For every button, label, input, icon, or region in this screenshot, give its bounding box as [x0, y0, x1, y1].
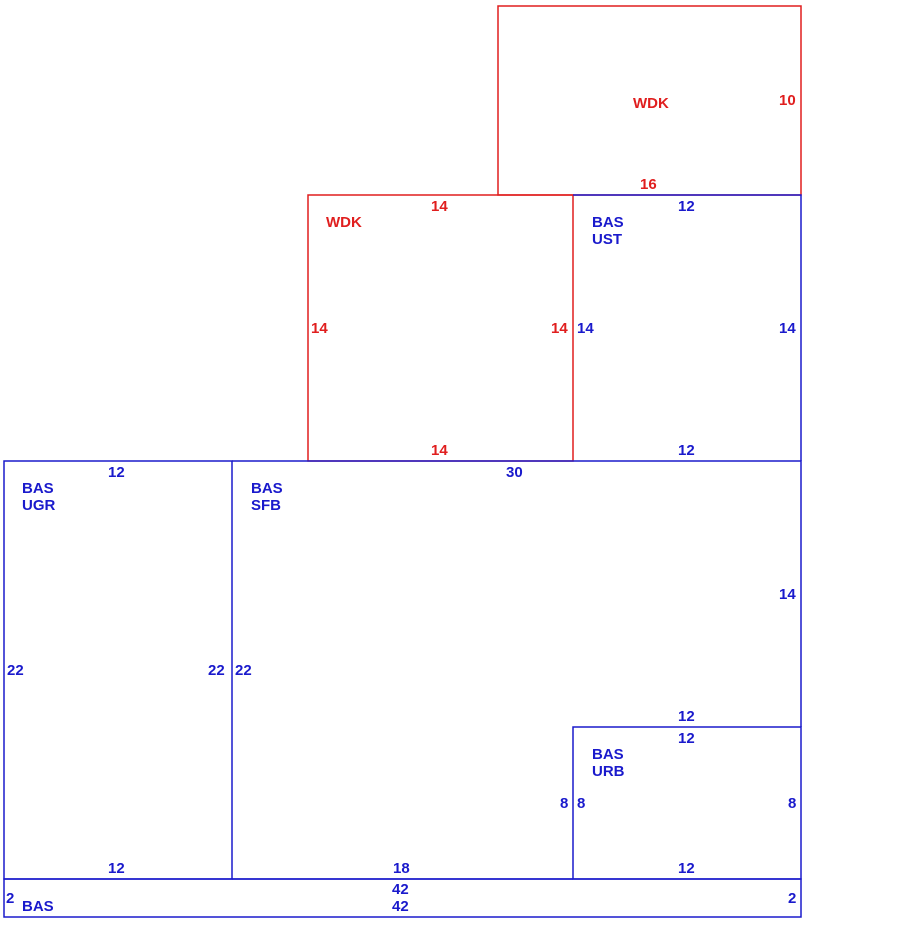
bas-ugr-code: BAS	[22, 480, 54, 497]
wdk-mid-dim-bottom: 14	[431, 442, 448, 459]
bas-strip-outline	[3, 878, 802, 918]
bas-urb-code: BAS	[592, 746, 624, 763]
wdk-mid-dim-right: 14	[551, 320, 568, 337]
bas-ugr-dim-right: 22	[208, 662, 225, 679]
wdk-mid-dim-left: 14	[311, 320, 328, 337]
bas-sfb-dim-inner-bottom: 12	[678, 708, 695, 725]
bas-ugr-subcode: UGR	[22, 497, 56, 514]
bas-sfb-dim-inner-left: 8	[560, 795, 568, 812]
wdk-mid-dim-top: 14	[431, 198, 448, 215]
bas-urb-labels: BAS URB 12 8 8 12	[577, 730, 796, 877]
bas-strip-dim-bottom: 42	[392, 898, 409, 915]
wdk-areas	[307, 5, 802, 462]
bas-sfb-subcode: SFB	[251, 497, 281, 514]
bas-urb-dim-right: 8	[788, 795, 796, 812]
wdk-top-dim-bottom: 16	[640, 176, 657, 193]
bas-ugr-dim-left: 22	[7, 662, 24, 679]
wdk-mid-labels: WDK 14 14 14 14	[311, 198, 568, 459]
bas-urb-dim-top: 12	[678, 730, 695, 747]
bas-strip-labels: BAS 42 42 2 2	[6, 881, 796, 915]
bas-urb-dim-bottom: 12	[678, 860, 695, 877]
bas-sfb-outline	[232, 460, 802, 727]
bas-sfb-dim-right: 14	[779, 586, 796, 603]
wdk-top-code: WDK	[633, 95, 669, 112]
bas-ugr-outline	[3, 460, 233, 880]
bas-ust-dim-left: 14	[577, 320, 594, 337]
bas-sfb-dim-bottom: 18	[393, 860, 410, 877]
bas-strip-code: BAS	[22, 898, 54, 915]
wdk-top-dim-right: 10	[779, 92, 796, 109]
bas-ust-code: BAS	[592, 214, 624, 231]
bas-ugr-labels: BAS UGR 12 22 22 12	[7, 464, 225, 877]
bas-ust-outline	[573, 194, 802, 461]
bas-ust-subcode: UST	[592, 231, 622, 248]
bas-ugr-dim-top: 12	[108, 464, 125, 481]
bas-strip-dim-left: 2	[6, 890, 14, 907]
bas-ust-dim-right: 14	[779, 320, 796, 337]
bas-ust-labels: BAS UST 12 14 14 12	[577, 198, 796, 459]
bas-urb-dim-left: 8	[577, 795, 585, 812]
bas-sfb-labels: BAS SFB 30 22 14 12 8 18	[235, 464, 796, 877]
bas-strip-dim-right: 2	[788, 890, 796, 907]
wdk-mid-outline	[307, 194, 574, 462]
bas-ugr-dim-bottom: 12	[108, 860, 125, 877]
bas-sfb-dim-top: 30	[506, 464, 523, 481]
bas-areas	[3, 194, 802, 918]
bas-ust-dim-top: 12	[678, 198, 695, 215]
bas-sfb-dim-left: 22	[235, 662, 252, 679]
wdk-top-labels: WDK 10 16	[633, 92, 796, 193]
bas-sfb-code: BAS	[251, 480, 283, 497]
bas-strip-dim-top: 42	[392, 881, 409, 898]
bas-ust-dim-bottom: 12	[678, 442, 695, 459]
wdk-mid-code: WDK	[326, 214, 362, 231]
bas-urb-subcode: URB	[592, 763, 625, 780]
